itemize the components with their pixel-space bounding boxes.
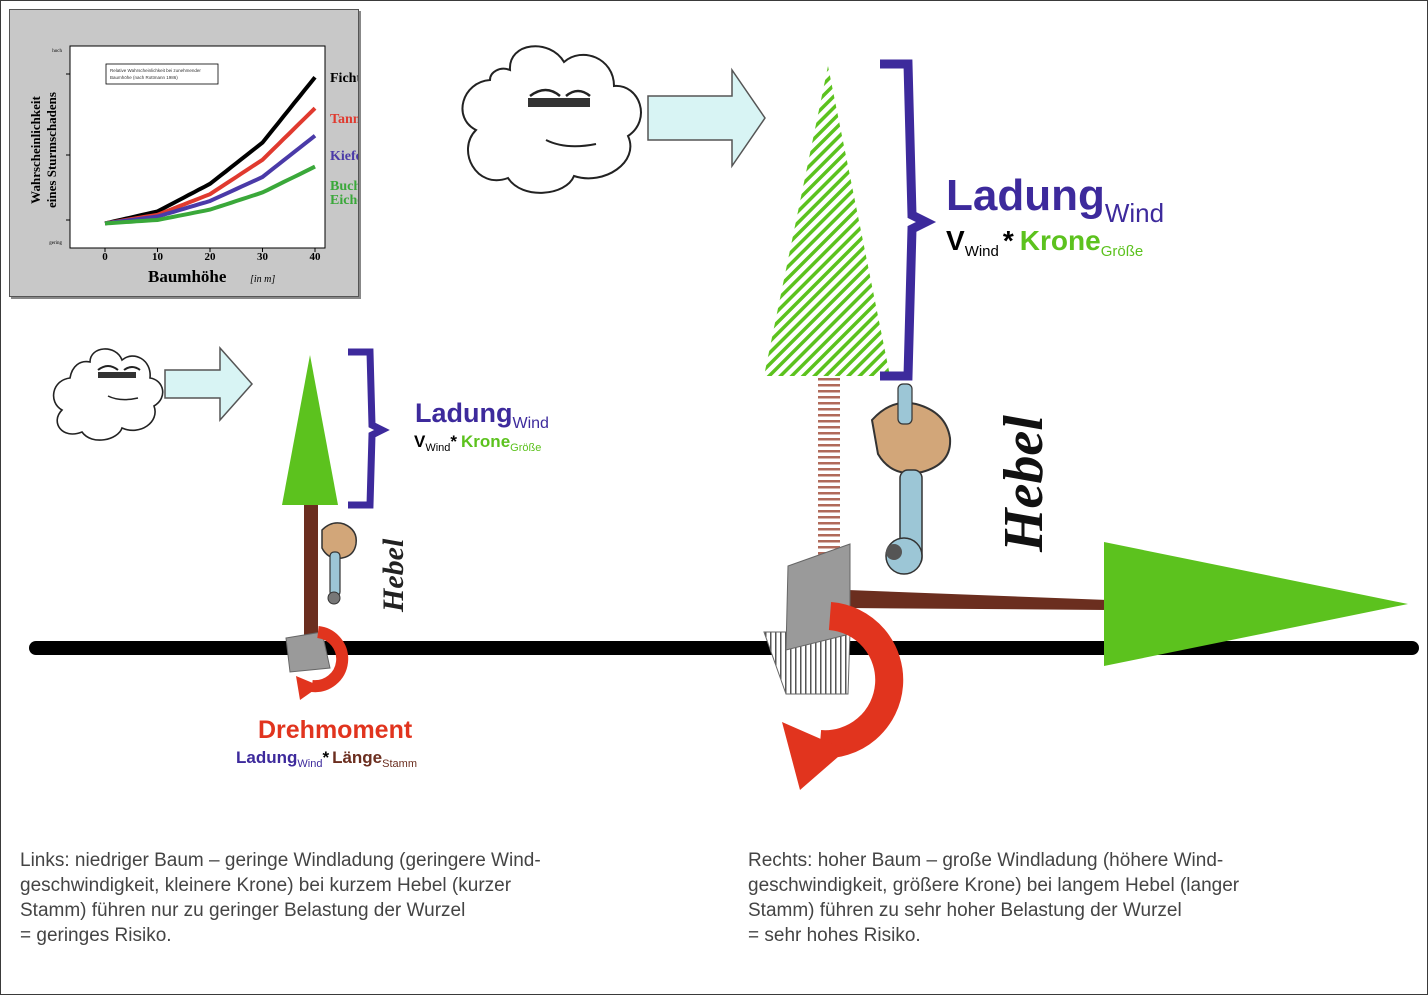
left-torque-arrow (311, 626, 349, 693)
svg-text:VWind*KroneGröße: VWind*KroneGröße (414, 432, 541, 454)
right-lever-beam (848, 590, 1108, 610)
inset-x-tick-label: 40 (310, 251, 322, 263)
right-formula-krone-sub: Größe (1101, 243, 1144, 260)
inset-x-ticks: 0 10 20 30 40 (102, 248, 321, 263)
left-wrench-hand-icon (321, 522, 357, 605)
right-crown (764, 66, 890, 376)
right-trunk (818, 376, 840, 584)
caption-right: Rechts: hoher Baum – große Windladung (h… (748, 850, 1240, 946)
right-hebel-label: Hebel (993, 415, 1055, 553)
left-trunk (304, 505, 318, 643)
right-root-plate (785, 543, 851, 651)
inset-series-line (104, 134, 317, 226)
left-crown (282, 355, 338, 505)
right-formula-krone: Krone (1020, 225, 1101, 256)
svg-text:LadungWind: LadungWind (415, 398, 549, 432)
inset-x-tick-label: 30 (257, 251, 269, 263)
right-torque-arrowhead (782, 722, 846, 790)
left-wind-cloud (52, 348, 164, 441)
right-formula-star: * (1003, 225, 1014, 256)
right-wind-cloud (461, 45, 642, 194)
svg-text:LadungWind*LängeStamm: LadungWind*LängeStamm (236, 748, 417, 770)
left-formula-v: V (414, 432, 426, 451)
left-torque-arrowhead (296, 676, 320, 700)
inset-x-tick-label: 0 (102, 251, 108, 263)
legend-eiche: Eiche (330, 193, 358, 208)
inset-legend-box (105, 63, 219, 85)
left-root-plate (285, 631, 331, 673)
right-bracket (880, 59, 937, 381)
left-formula-v-sub: Wind (425, 442, 450, 454)
right-wind-arrow (647, 67, 766, 169)
svg-text:VWind*KroneGröße: VWind*KroneGröße (946, 225, 1143, 260)
left-formula-krone-sub: Größe (510, 442, 541, 454)
right-load-sub: Wind (1105, 198, 1164, 228)
inset-series-line (104, 164, 316, 226)
inset-chart: Relative Wahrscheinlichkeit bei zunehmen… (9, 9, 371, 297)
torque-laenge: Länge (332, 748, 382, 767)
caption-left: Links: niedriger Baum – geringe Windladu… (20, 850, 541, 946)
inset-y-tick-top: hoch (52, 49, 62, 54)
left-hebel-label: Hebel (377, 538, 410, 613)
inset-y-label-1: Wahrscheinlichkeit (28, 96, 43, 204)
legend-fichte: Fichte (330, 71, 358, 86)
right-torque-arrow (818, 602, 904, 759)
left-bracket (348, 348, 390, 509)
svg-text:LadungWind: LadungWind (946, 171, 1164, 228)
torque-title: Drehmoment (258, 716, 413, 744)
torque-star: * (322, 748, 329, 767)
left-formula-star: * (450, 432, 457, 451)
left-load-sub: Wind (512, 415, 548, 432)
left-formula-krone: Krone (461, 432, 510, 451)
right-load-title: Ladung (946, 171, 1105, 220)
inset-y-tick-bottom: gering (49, 241, 62, 246)
inset-x-label: Baumhöhe (148, 267, 227, 286)
left-load-title: Ladung (415, 398, 512, 428)
left-wind-arrow (164, 346, 254, 422)
inset-x-unit: [in m] (250, 274, 275, 285)
inset-series-line (104, 75, 317, 226)
right-wrench-hand-icon (870, 383, 952, 575)
torque-ladung: Ladung (236, 748, 297, 767)
inset-series-lines (104, 75, 317, 226)
right-force-arrow (1104, 542, 1408, 666)
torque-ladung-sub: Wind (297, 758, 322, 770)
inset-y-label-2: eines Sturmschadens (44, 92, 59, 208)
torque-laenge-sub: Stamm (382, 758, 417, 770)
right-formula-v: V (946, 225, 965, 256)
inset-x-tick-label: 10 (152, 251, 164, 263)
inset-legend-line2: Baumhöhe (nach Rottmann 1986) (110, 75, 178, 80)
right-formula-v-sub: Wind (965, 243, 999, 260)
inset-x-tick-label: 20 (205, 251, 217, 263)
inset-chart-svg: Relative Wahrscheinlichkeit bei zunehmen… (28, 45, 371, 286)
legend-tanne: Tanne (330, 112, 358, 127)
inset-legend-line1: Relative Wahrscheinlichkeit bei zunehmen… (110, 68, 201, 73)
